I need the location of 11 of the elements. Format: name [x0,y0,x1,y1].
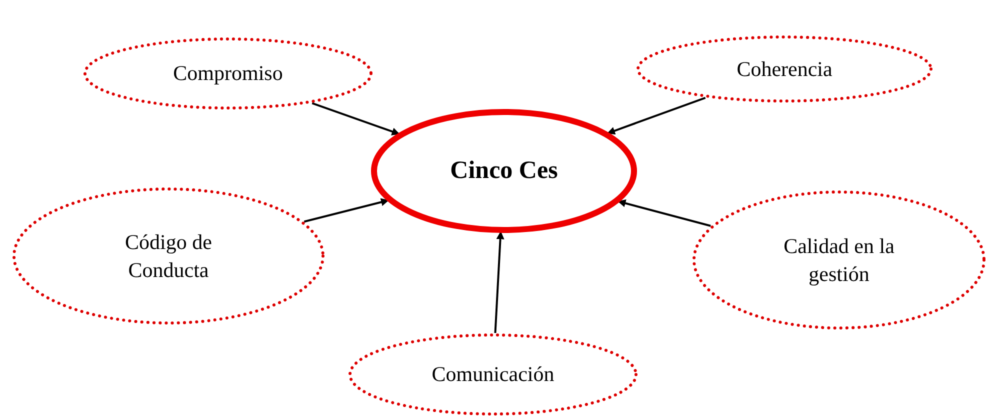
node-label: Coherencia [736,56,832,83]
node-label: Cinco Ces [450,156,558,186]
node-label: Compromiso [173,60,283,88]
arrow [618,199,711,227]
node-label: Código de Conducta [124,228,213,284]
arrow [606,96,706,135]
arrow [304,198,390,223]
arrow [312,102,400,136]
arrow [494,231,504,334]
node-label: Calidad en la gestión [782,232,896,288]
node-label: Comunicación [432,361,554,388]
